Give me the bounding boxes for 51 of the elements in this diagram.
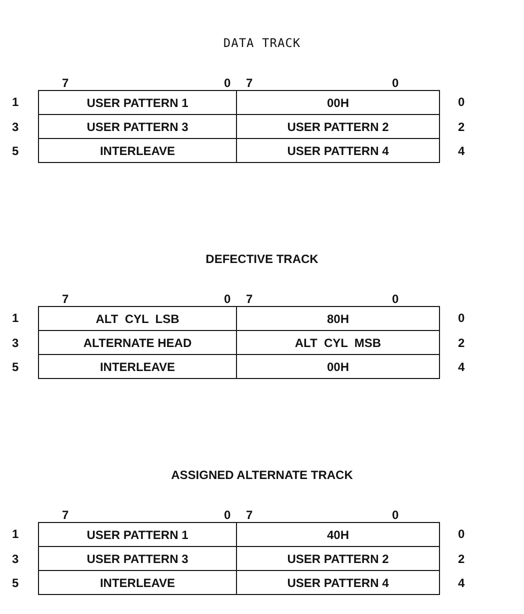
byte-offset: 0 [458, 311, 465, 325]
byte-offset: 3 [12, 336, 19, 350]
byte-offset: 0 [458, 95, 465, 109]
register-field: 00H [236, 91, 439, 114]
byte-offset: 3 [12, 552, 19, 566]
register-field: 80H [236, 307, 439, 330]
bit-number: 0 [392, 292, 399, 306]
bit-number: 0 [392, 76, 399, 90]
register-field: ALTERNATE HEAD [39, 331, 236, 354]
register-field: USER PATTERN 3 [39, 115, 236, 138]
byte-offset: 3 [12, 120, 19, 134]
byte-offset: 1 [12, 95, 19, 109]
byte-offset: 0 [458, 527, 465, 541]
register-field: USER PATTERN 4 [236, 139, 439, 162]
byte-offset: 5 [12, 144, 19, 158]
register-field: INTERLEAVE [39, 571, 236, 594]
register-field: INTERLEAVE [39, 355, 236, 378]
register-field: USER PATTERN 1 [39, 523, 236, 546]
table-heading: ASSIGNED ALTERNATE TRACK [170, 468, 354, 482]
register-field: 40H [236, 523, 439, 546]
bit-number: 0 [224, 76, 231, 90]
register-field: 00H [236, 355, 439, 378]
register-field: USER PATTERN 2 [236, 115, 439, 138]
bit-number: 7 [62, 508, 69, 522]
register-field: ALT CYL LSB [39, 307, 236, 330]
byte-offset: 1 [12, 527, 19, 541]
bit-number: 0 [392, 508, 399, 522]
bit-number: 7 [62, 292, 69, 306]
byte-offset: 4 [458, 360, 465, 374]
byte-offset: 1 [12, 311, 19, 325]
table-heading: DEFECTIVE TRACK [204, 252, 320, 266]
register-field: USER PATTERN 1 [39, 91, 236, 114]
register-field: USER PATTERN 4 [236, 571, 439, 594]
register-field: USER PATTERN 2 [236, 547, 439, 570]
bit-number: 7 [246, 508, 253, 522]
byte-offset: 2 [458, 120, 465, 134]
table-heading: DATA TRACK [222, 36, 302, 50]
register-field: USER PATTERN 3 [39, 547, 236, 570]
bit-number: 7 [246, 292, 253, 306]
bit-number: 0 [224, 292, 231, 306]
bit-number: 7 [246, 76, 253, 90]
byte-offset: 2 [458, 336, 465, 350]
bit-number: 7 [62, 76, 69, 90]
byte-offset: 5 [12, 576, 19, 590]
register-field: INTERLEAVE [39, 139, 236, 162]
byte-offset: 4 [458, 576, 465, 590]
byte-offset: 5 [12, 360, 19, 374]
register-field: ALT CYL MSB [236, 331, 439, 354]
bit-number: 0 [224, 508, 231, 522]
byte-offset: 4 [458, 144, 465, 158]
byte-offset: 2 [458, 552, 465, 566]
